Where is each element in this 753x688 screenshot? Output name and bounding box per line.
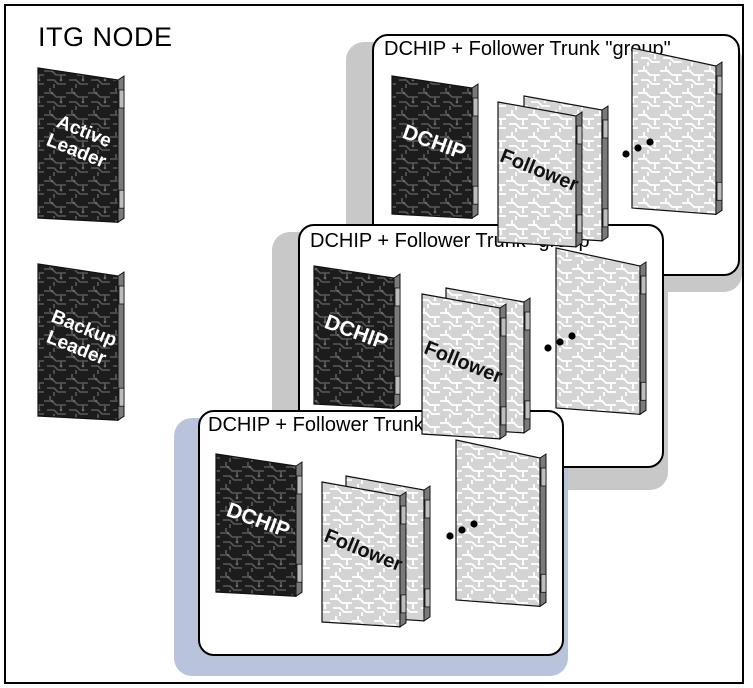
group-1-follower-card-edge <box>575 111 583 248</box>
active-leader-card-latch-bottom <box>118 189 125 209</box>
group-1-follower-back-card-latch-bottom <box>602 208 609 228</box>
group-1-far-card-latch-bottom <box>716 181 723 201</box>
group-3-dchip-card: DCHIP <box>215 453 303 598</box>
group-2-ellipsis-dot <box>568 332 576 340</box>
backup-leader-card-latch-bottom <box>118 387 125 407</box>
group-1-dchip-card-latch-top <box>472 97 479 117</box>
group-2-dchip-card-latch-bottom <box>394 375 401 395</box>
group-1-ellipsis-dot <box>634 144 642 152</box>
group-3-follower-back-card-latch-top <box>424 499 431 519</box>
group-2-follower-card-latch-top <box>500 317 507 337</box>
group-3-far-card-edge <box>539 453 547 608</box>
group-3-follower-card-latch-bottom <box>400 594 407 614</box>
group-1-far-card <box>631 47 723 216</box>
group-2-follower-card: Follower <box>421 293 507 440</box>
group-1-far-card-latch-top <box>716 75 723 95</box>
group-1-dchip-card: DCHIP <box>391 75 479 220</box>
group-3-far-card <box>455 439 547 608</box>
group-2-ellipsis-dot <box>544 344 552 352</box>
active-leader-card-edge <box>117 75 125 224</box>
group-3-follower-back-card-latch-bottom <box>424 588 431 608</box>
active-leader-card: ActiveLeader <box>37 67 125 224</box>
backup-leader-card: BackupLeader <box>37 263 125 422</box>
group-1-follower-back-card-edge <box>601 105 609 242</box>
group-2-far-card-edge <box>639 261 647 416</box>
group-2-dchip-card-edge <box>393 273 401 410</box>
group-3-follower-back-card-edge <box>423 485 431 622</box>
trunk-group-1-label: DCHIP + Follower Trunk "group" <box>384 38 671 60</box>
group-2-far-card <box>555 247 647 416</box>
group-2-follower-back-card-edge <box>523 297 531 434</box>
group-1-follower-card-latch-bottom <box>576 214 583 234</box>
group-2-follower-card-latch-bottom <box>500 406 507 426</box>
group-1-follower-card-latch-top <box>576 125 583 145</box>
group-1-follower-back-card-latch-top <box>602 119 609 139</box>
group-2-follower-card-edge <box>499 303 507 440</box>
backup-leader-card-edge <box>117 271 125 422</box>
group-1-far-card-face <box>631 47 717 215</box>
backup-leader-card-latch-top <box>118 285 125 305</box>
group-3-dchip-card-latch-bottom <box>296 563 303 583</box>
group-1-dchip-card-latch-bottom <box>472 185 479 205</box>
group-3-far-card-latch-bottom <box>540 573 547 593</box>
group-3-dchip-card-edge <box>295 461 303 598</box>
group-2-dchip-card: DCHIP <box>313 265 401 410</box>
itg-node-title: ITG NODE <box>38 22 173 52</box>
group-2-ellipsis-dot <box>556 338 564 346</box>
group-1-follower-card: Follower <box>497 101 583 248</box>
group-2-far-card-latch-bottom <box>640 381 647 401</box>
group-2-far-card-face <box>555 247 641 415</box>
group-1-far-card-edge <box>715 61 723 216</box>
group-3-ellipsis-dot <box>446 532 454 540</box>
group-3-follower-card-edge <box>399 491 407 628</box>
group-3-dchip-card-latch-top <box>296 475 303 495</box>
group-2-follower-back-card-latch-top <box>524 311 531 331</box>
group-1-ellipsis-dot <box>622 150 630 158</box>
group-2-dchip-card-latch-top <box>394 287 401 307</box>
group-3-far-card-latch-top <box>540 467 547 487</box>
group-1-ellipsis-dot <box>646 138 654 146</box>
group-3-ellipsis-dot <box>470 520 478 528</box>
group-3-follower-card: Follower <box>321 481 407 628</box>
group-3-far-card-face <box>455 439 541 607</box>
active-leader-card-latch-top <box>118 89 125 109</box>
group-1-dchip-card-edge <box>471 83 479 220</box>
group-3-ellipsis-dot <box>458 526 466 534</box>
group-2-far-card-latch-top <box>640 275 647 295</box>
group-3-follower-card-latch-top <box>400 505 407 525</box>
group-2-follower-back-card-latch-bottom <box>524 400 531 420</box>
